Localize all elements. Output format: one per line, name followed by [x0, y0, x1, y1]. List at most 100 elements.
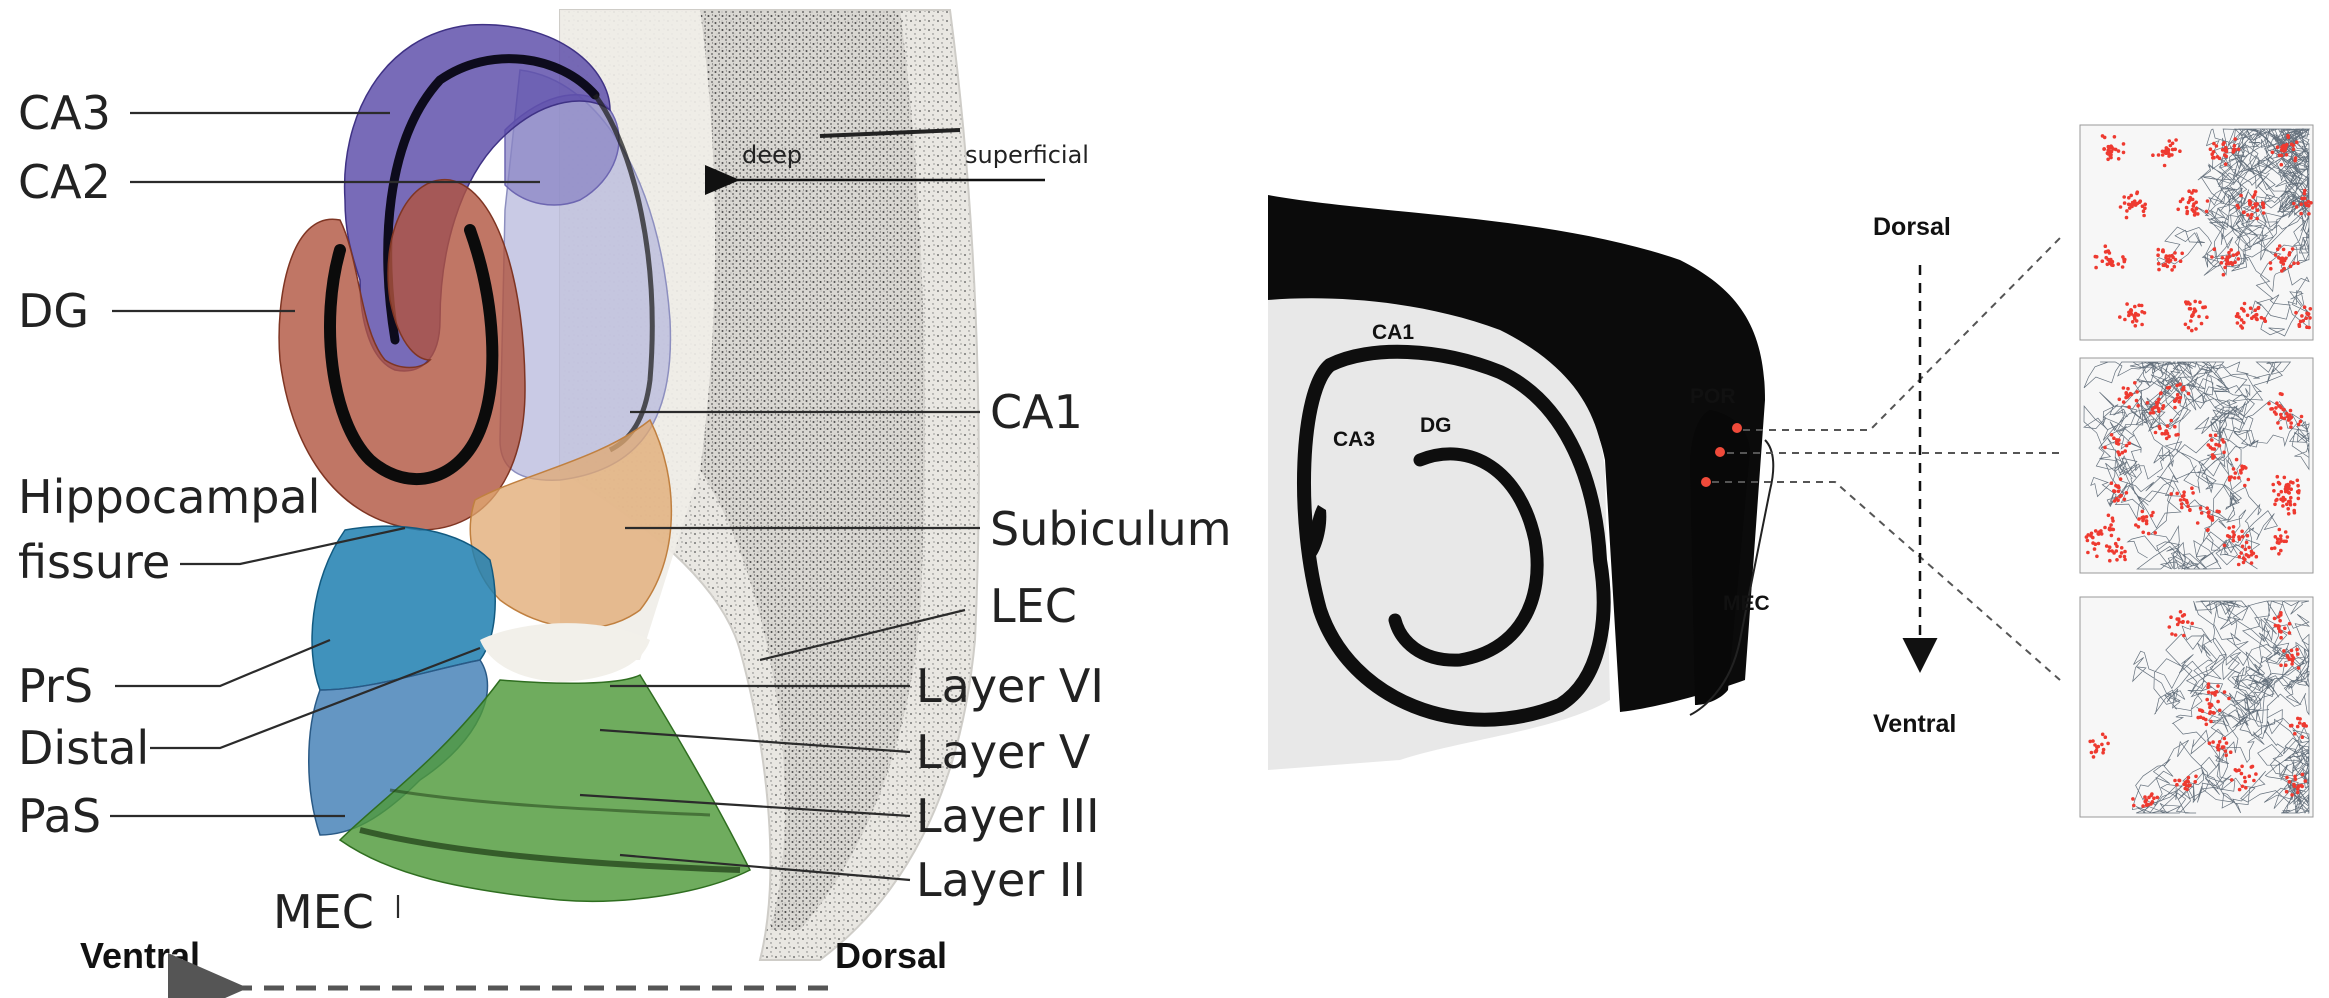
spike-dot [2122, 195, 2126, 199]
spike-dot [2110, 549, 2114, 553]
spike-dot [2307, 200, 2311, 204]
spike-dot [2210, 691, 2214, 695]
spike-dot [2221, 256, 2225, 260]
spike-dot [2224, 749, 2228, 753]
spike-dot [2130, 393, 2134, 397]
spike-dot [2117, 149, 2121, 153]
spike-dot [2157, 248, 2161, 252]
spike-dot [2158, 427, 2162, 431]
spike-dot [2276, 421, 2280, 425]
spike-dot [2185, 212, 2189, 216]
spike-dot [2147, 532, 2151, 536]
spike-dot [2166, 424, 2170, 428]
spike-dot [2101, 733, 2105, 737]
spike-dot [2095, 555, 2099, 559]
spike-dot [2194, 327, 2198, 331]
spike-dot [2287, 491, 2291, 495]
spike-dot [2093, 547, 2097, 551]
spike-dot [2210, 703, 2214, 707]
spike-dot [2304, 779, 2308, 783]
spike-dot [2282, 149, 2286, 153]
spike-dot [2175, 384, 2179, 388]
spike-dot [2273, 617, 2277, 621]
label-subiculum: Subiculum [990, 502, 1232, 556]
rate-map-middle [2080, 358, 2313, 573]
spike-dot [2294, 777, 2298, 781]
spike-dot [2217, 744, 2221, 748]
spike-dot [2201, 306, 2205, 310]
spike-dot [2299, 202, 2303, 206]
spike-dot [2136, 190, 2140, 194]
spike-dot [2250, 561, 2254, 565]
spike-dot [2211, 740, 2215, 744]
spike-dot [2123, 201, 2127, 205]
spike-dot [2218, 740, 2222, 744]
spike-dot [2189, 319, 2193, 323]
spike-dot [2109, 156, 2113, 160]
spike-dot [2221, 745, 2225, 749]
spike-dot [2115, 549, 2119, 553]
spike-dot [2245, 541, 2249, 545]
spike-dot [2305, 312, 2309, 316]
spike-dot [2190, 486, 2194, 490]
spike-dot [2252, 779, 2256, 783]
label-layer-iii: Layer III [916, 789, 1100, 843]
spike-dot [2111, 264, 2115, 268]
spike-dot [2206, 199, 2210, 203]
spike-dot [2303, 192, 2307, 196]
spike-dot [2238, 788, 2242, 792]
spike-dot [2301, 773, 2305, 777]
spike-dot [2239, 551, 2243, 555]
spike-dot [2159, 391, 2163, 395]
spike-dot [2302, 722, 2306, 726]
spike-dot [2240, 530, 2244, 534]
spike-dot [2278, 528, 2282, 532]
spike-dot [2199, 506, 2203, 510]
spike-dot [2305, 203, 2309, 207]
rate-map-ventral [2080, 597, 2313, 817]
recording-site-dorsal [1732, 423, 1742, 433]
spike-dot [2156, 796, 2160, 800]
spike-dot [2177, 400, 2181, 404]
spike-dot [2208, 741, 2212, 745]
spike-dot [2289, 480, 2293, 484]
spike-dot [2099, 529, 2103, 533]
spike-dot [2116, 484, 2120, 488]
spike-dot [2285, 153, 2289, 157]
spike-dot [2288, 622, 2292, 626]
spike-dot [2207, 690, 2211, 694]
spike-dot [2232, 539, 2236, 543]
spike-dot [2200, 511, 2204, 515]
spike-dot [2185, 501, 2189, 505]
spike-dot [2217, 443, 2221, 447]
spike-dot [2263, 317, 2267, 321]
spike-dot [2232, 253, 2236, 257]
spike-dot [2123, 558, 2127, 562]
spike-dot [2137, 304, 2141, 308]
spike-dot [2293, 732, 2297, 736]
spike-dot [2225, 258, 2229, 262]
spike-dot [2125, 302, 2129, 306]
spike-dot [2287, 512, 2291, 516]
slice-label-ca1: CA1 [1372, 321, 1414, 344]
spike-dot [2173, 251, 2177, 255]
spike-dot [2166, 148, 2170, 152]
spike-dot [2256, 307, 2260, 311]
spike-dot [2165, 429, 2169, 433]
rate-maps [2080, 125, 2313, 817]
label-pas: PaS [18, 789, 101, 843]
spike-dot [2145, 798, 2149, 802]
spike-dot [2229, 248, 2233, 252]
spike-dot [2206, 528, 2210, 532]
spike-dot [2189, 307, 2193, 311]
spike-dot [2125, 491, 2129, 495]
spike-dot [2145, 803, 2149, 807]
spike-dot [2145, 522, 2149, 526]
spike-dot [2186, 504, 2190, 508]
spike-dot [2277, 552, 2281, 556]
spike-dot [2094, 542, 2098, 546]
spike-dot [2248, 203, 2252, 207]
spike-dot [2115, 440, 2119, 444]
spike-dot [2157, 268, 2161, 272]
spike-dot [2286, 507, 2290, 511]
